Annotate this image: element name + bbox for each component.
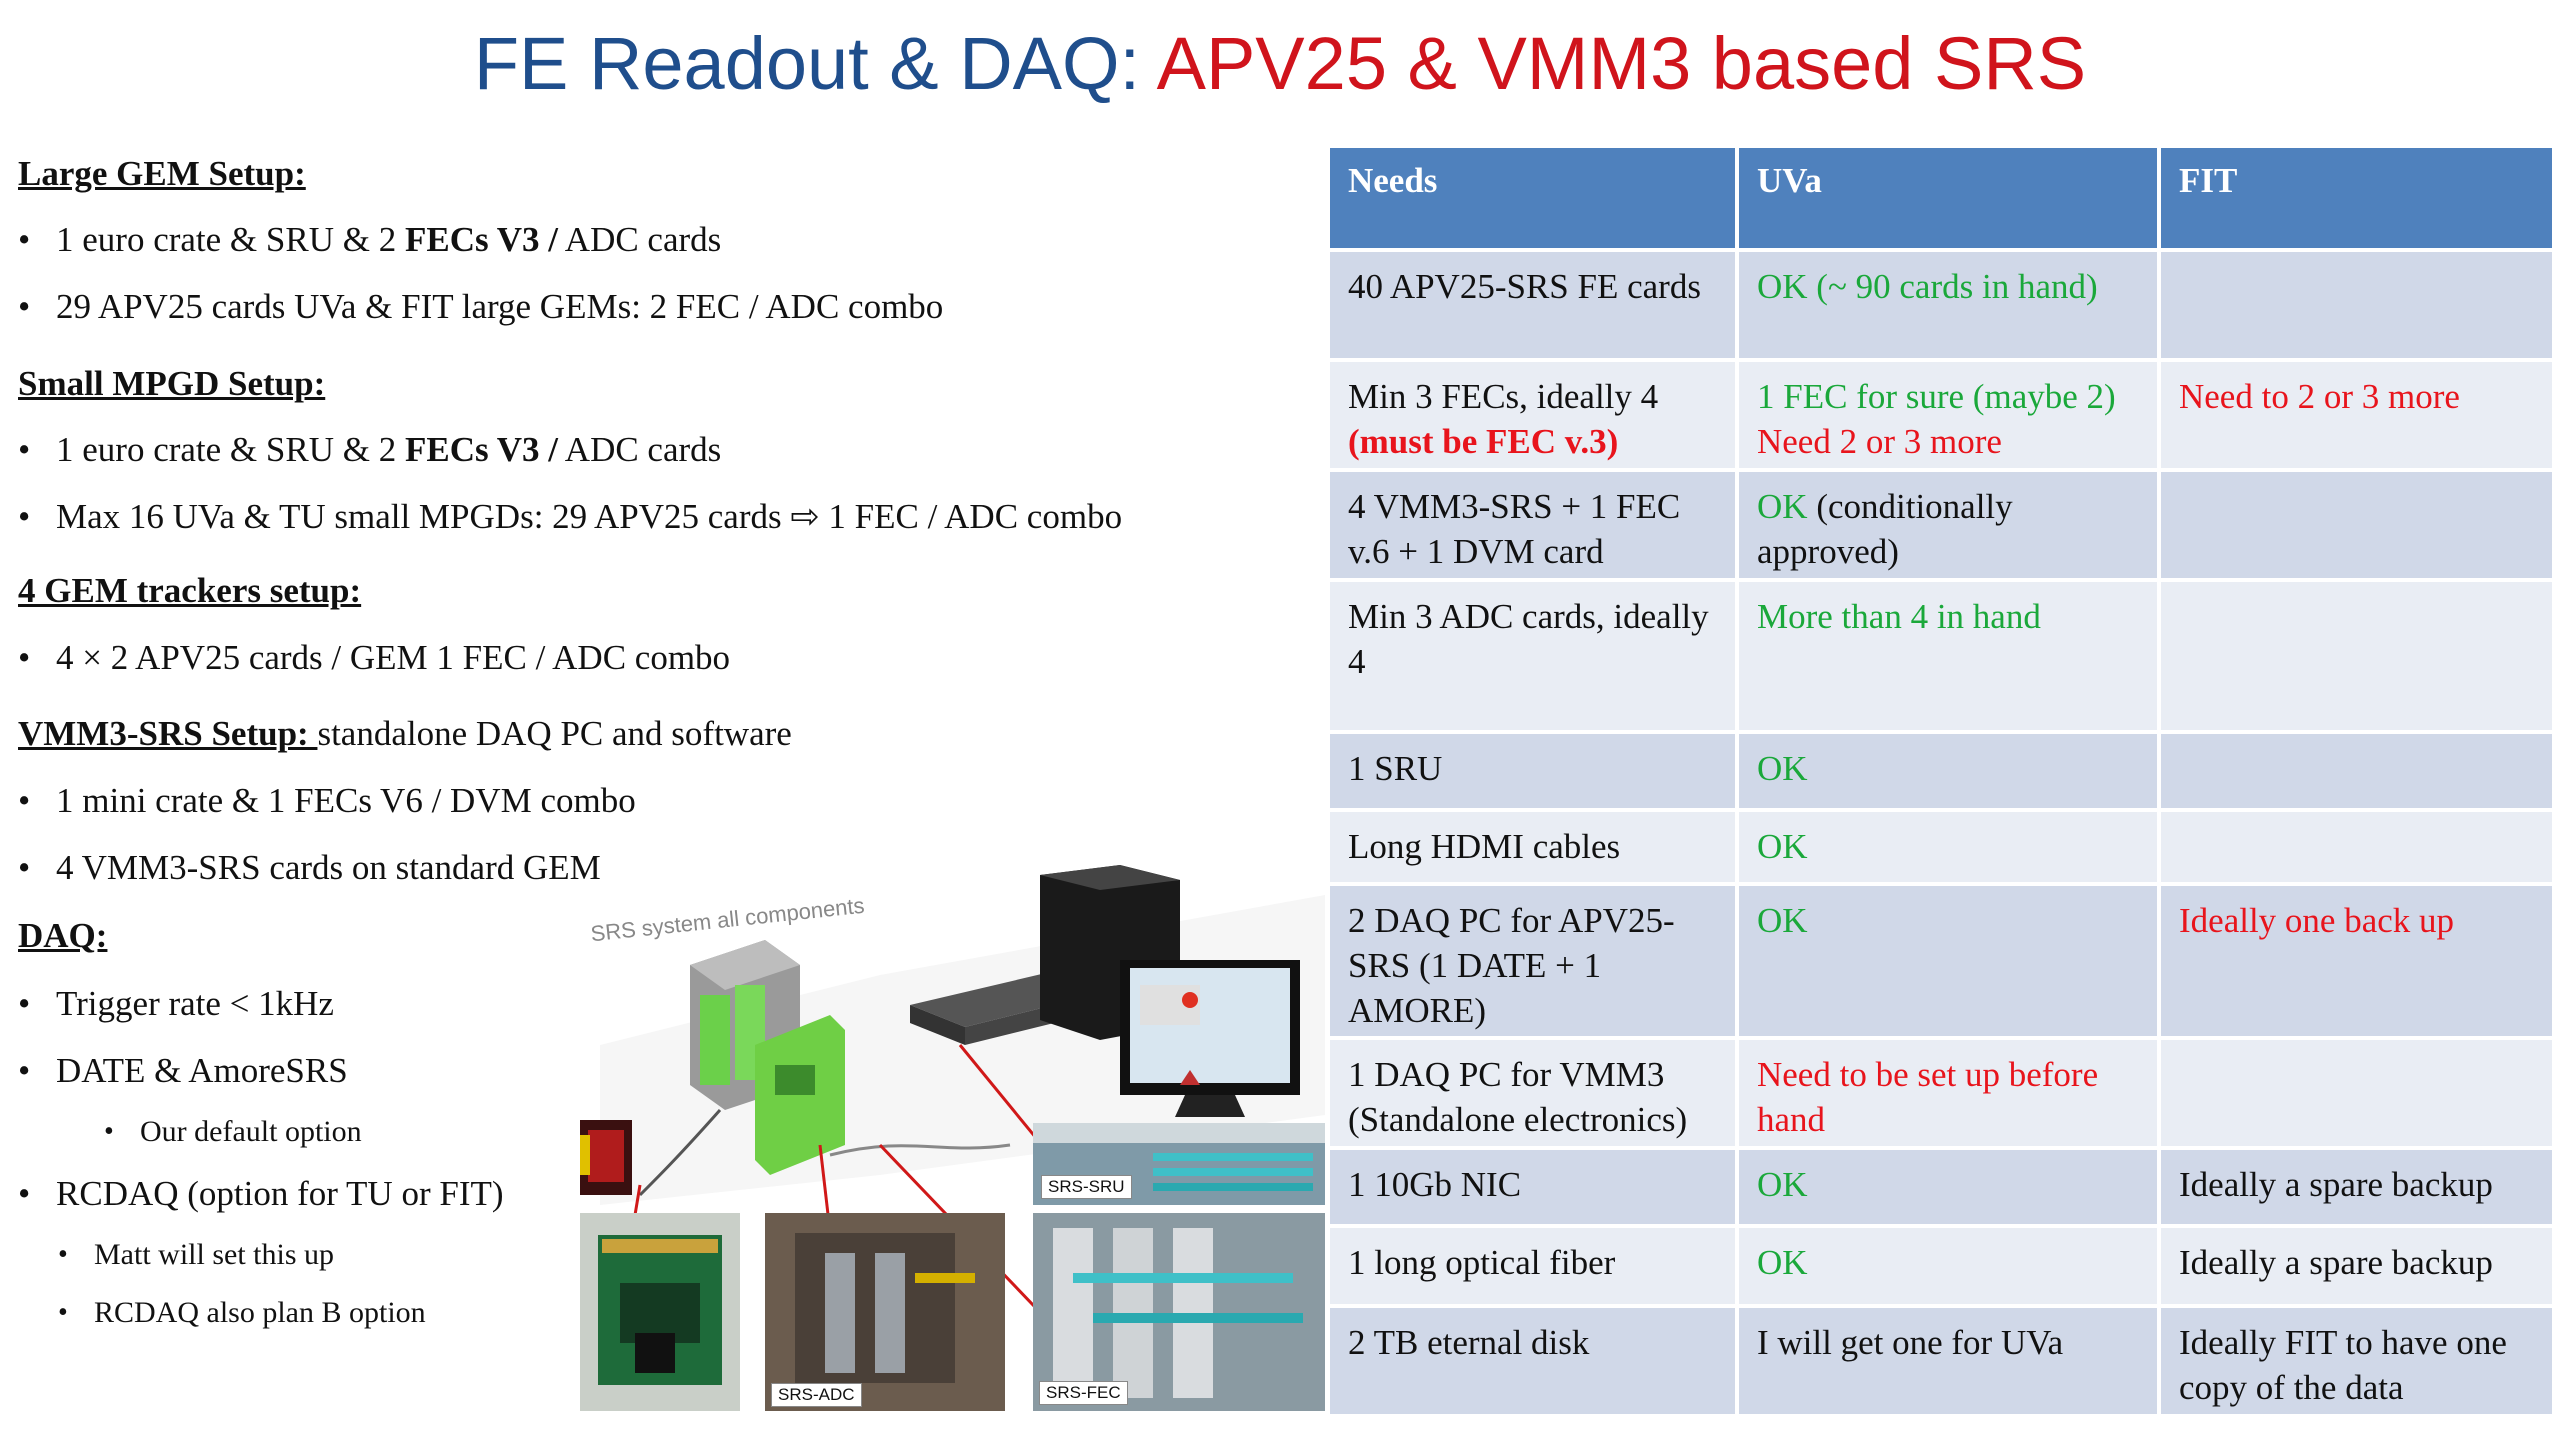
table-header-row: Needs UVa FIT bbox=[1330, 148, 2552, 252]
adc-label: SRS-ADC bbox=[771, 1383, 862, 1407]
gem-trackers-heading: 4 GEM trackers setup: bbox=[18, 571, 362, 610]
daq-heading: DAQ: bbox=[18, 916, 108, 955]
header-uva: UVa bbox=[1739, 148, 2157, 248]
srs-sketch-illustration bbox=[580, 865, 1325, 1377]
srs-system-figure: SRS system all components SRS-SRU SRS-AD… bbox=[580, 855, 1325, 1415]
sru-photo: SRS-SRU bbox=[1033, 1123, 1325, 1205]
table-row: Min 3 FECs, ideally 4(must be FEC v.3) 1… bbox=[1330, 362, 2552, 472]
table-row: 1 DAQ PC for VMM3 (Standalone electronic… bbox=[1330, 1040, 2552, 1150]
page-title: FE Readout & DAQ: APV25 & VMM3 based SRS bbox=[0, 18, 2560, 110]
adc-board-photo bbox=[580, 1213, 740, 1411]
sru-label: SRS-SRU bbox=[1041, 1175, 1132, 1199]
table-row: 1 10Gb NIC OK Ideally a spare backup bbox=[1330, 1150, 2552, 1228]
title-part-blue: FE Readout & DAQ: bbox=[473, 22, 1157, 105]
fec-photo: SRS-FEC bbox=[1033, 1213, 1325, 1411]
title-part-red: APV25 & VMM3 based SRS bbox=[1156, 22, 2087, 105]
table-row: 1 SRU OK bbox=[1330, 734, 2552, 812]
crate-photo: SRS-ADC bbox=[765, 1213, 1005, 1411]
table-row: Min 3 ADC cards, ideally 4 More than 4 i… bbox=[1330, 582, 2552, 734]
table-row: 2 DAQ PC for APV25-SRS (1 DATE + 1 AMORE… bbox=[1330, 886, 2552, 1040]
small-mpgd-heading: Small MPGD Setup: bbox=[18, 364, 326, 403]
large-gem-heading: Large GEM Setup: bbox=[18, 154, 306, 193]
header-fit: FIT bbox=[2161, 148, 2552, 248]
table-row: 40 APV25-SRS FE cards OK (~ 90 cards in … bbox=[1330, 252, 2552, 362]
header-needs: Needs bbox=[1330, 148, 1735, 248]
table-row: Long HDMI cables OK bbox=[1330, 812, 2552, 886]
vmm3-heading: VMM3-SRS Setup: standalone DAQ PC and so… bbox=[18, 714, 792, 753]
fec-label: SRS-FEC bbox=[1039, 1381, 1128, 1405]
table-row: 2 TB eternal disk I will get one for UVa… bbox=[1330, 1308, 2552, 1418]
table-row: 4 VMM3-SRS + 1 FEC v.6 + 1 DVM card OK (… bbox=[1330, 472, 2552, 582]
table-row: 1 long optical fiber OK Ideally a spare … bbox=[1330, 1228, 2552, 1308]
